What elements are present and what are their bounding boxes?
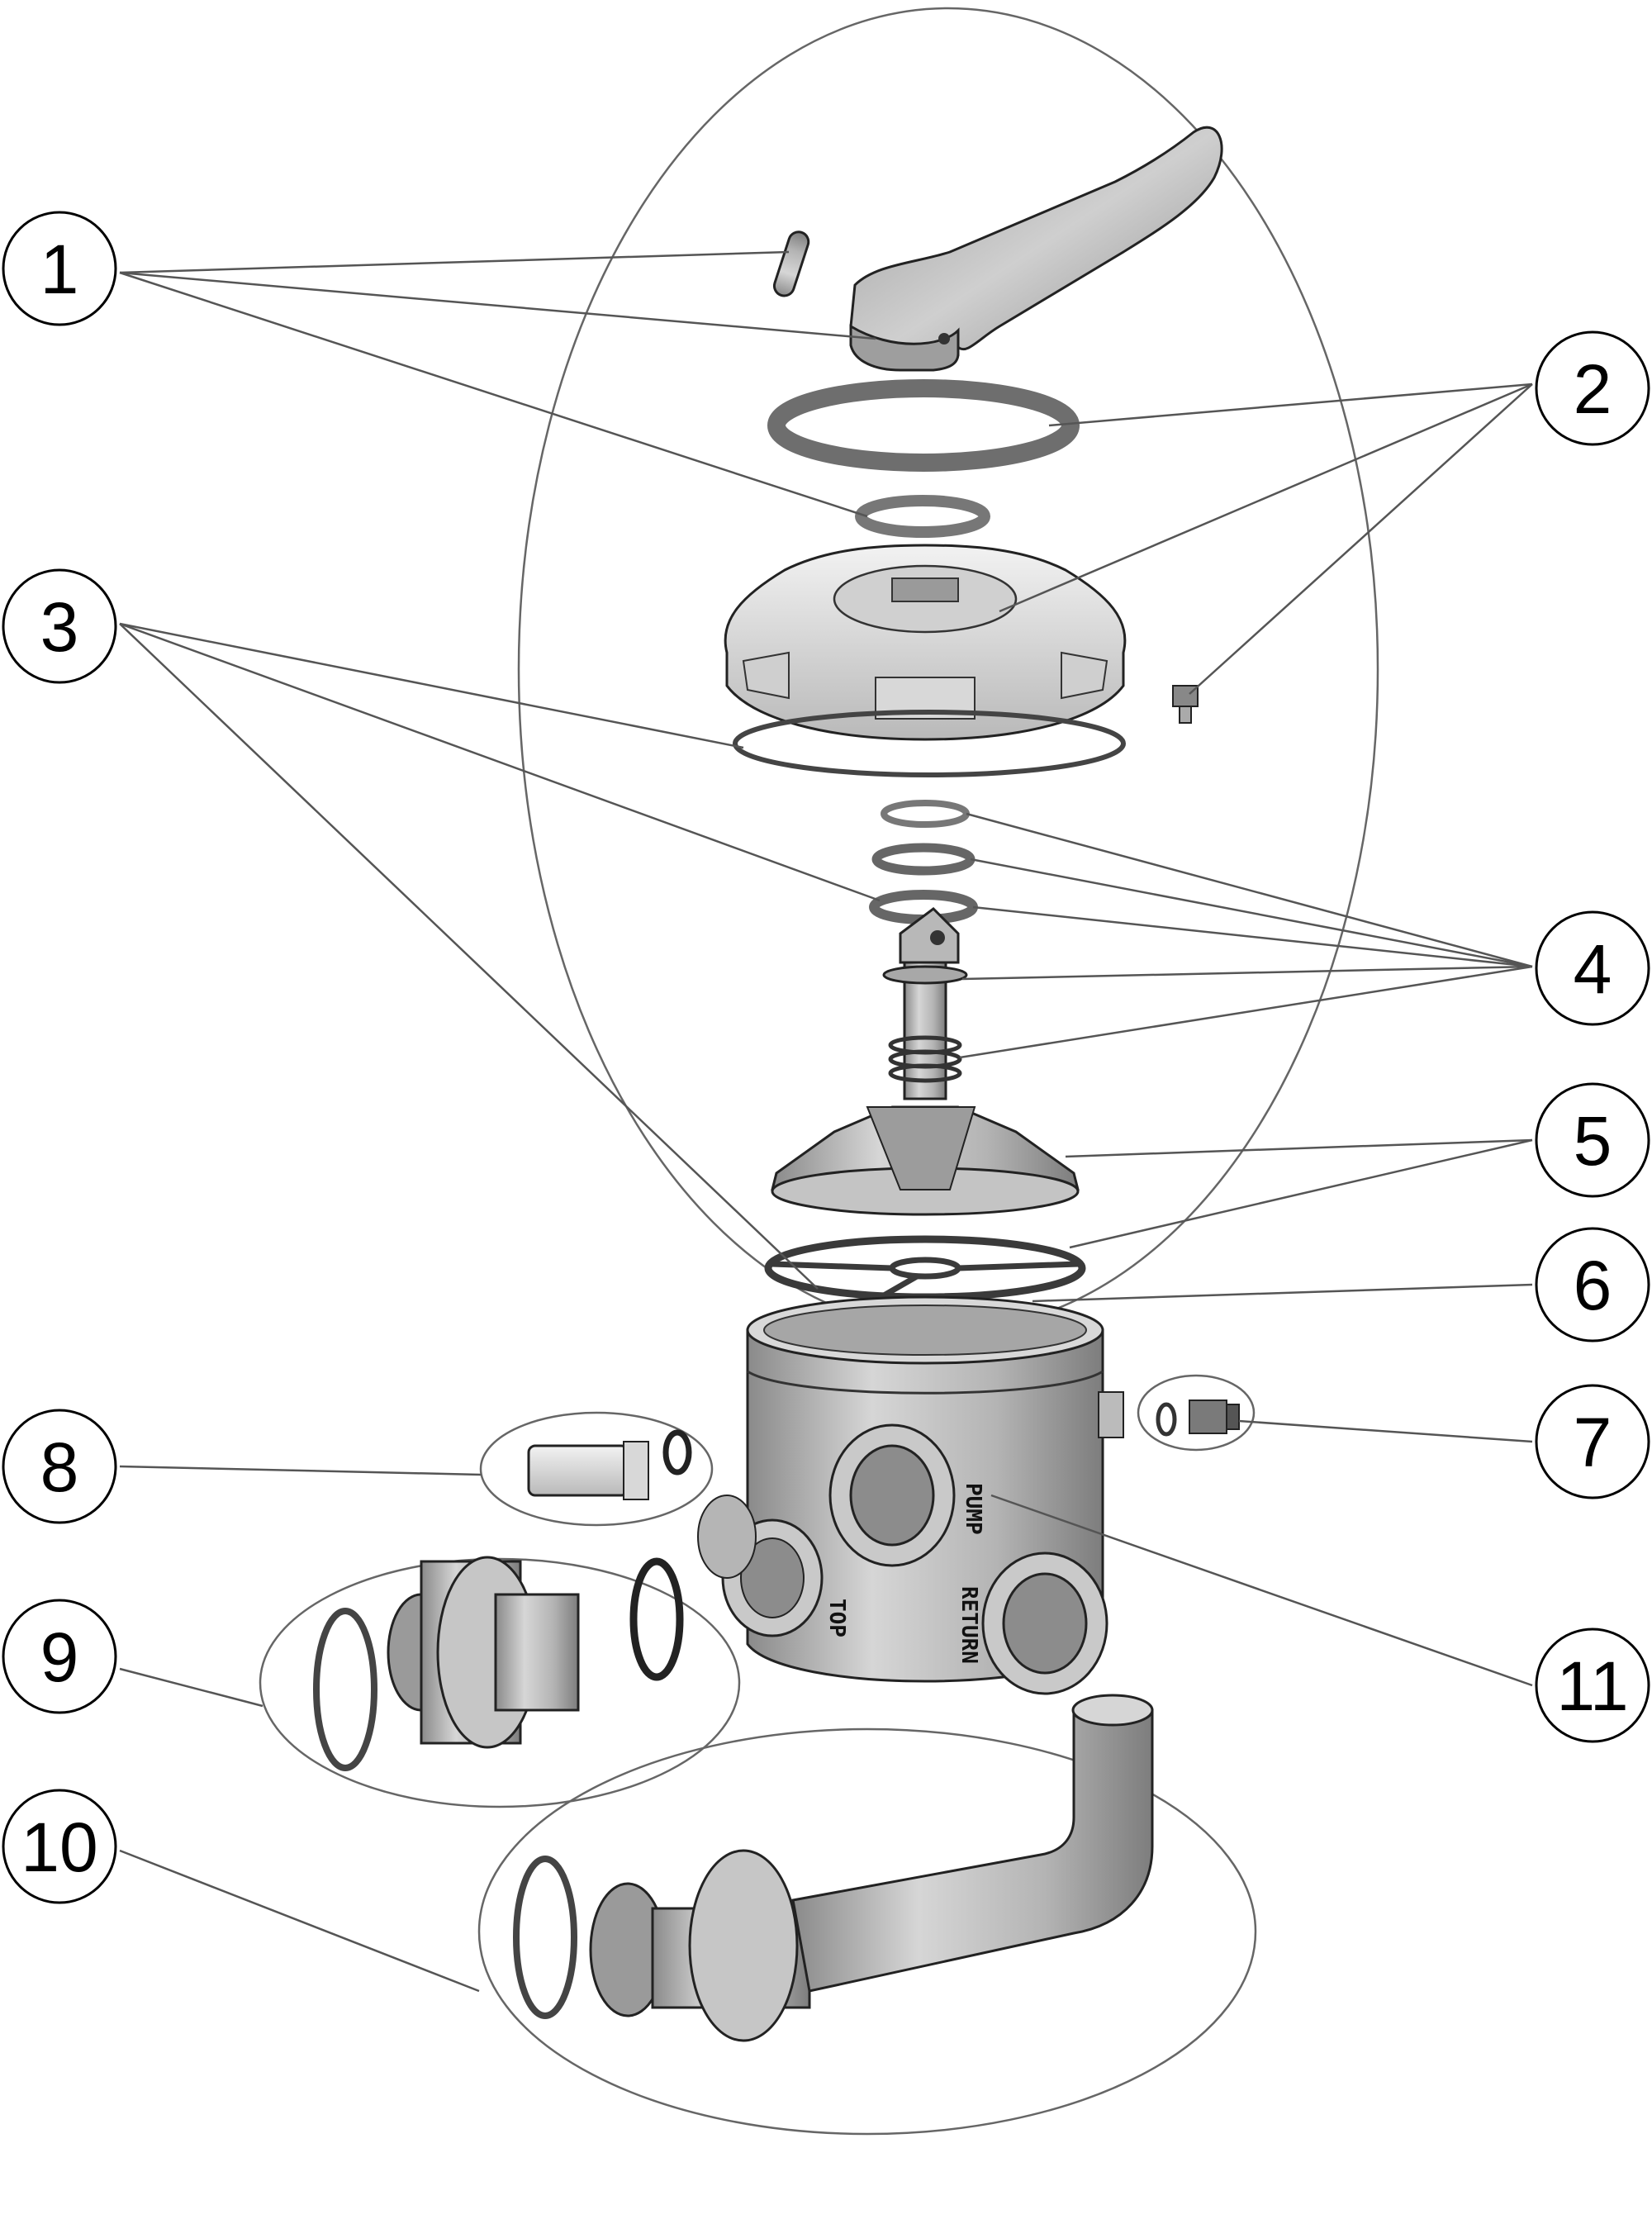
union-kit xyxy=(313,1556,684,1771)
svg-text:9: 9 xyxy=(40,1618,79,1696)
callout-5: 5 xyxy=(1535,1082,1650,1198)
callout-3: 3 xyxy=(2,568,117,684)
handle-pin xyxy=(772,230,810,297)
callout-6: 6 xyxy=(1535,1227,1650,1342)
svg-text:6: 6 xyxy=(1574,1247,1612,1324)
kit-7-ellipse xyxy=(1137,1374,1256,1452)
svg-text:3: 3 xyxy=(40,588,79,666)
port-label-return: RETURN xyxy=(957,1586,981,1664)
small-washer xyxy=(855,495,990,538)
port-label-top: TOP xyxy=(824,1599,849,1637)
elbow-union xyxy=(513,1694,1154,2042)
svg-text:8: 8 xyxy=(40,1428,79,1506)
svg-text:2: 2 xyxy=(1574,350,1612,428)
callout-7: 7 xyxy=(1535,1384,1650,1499)
svg-text:11: 11 xyxy=(1556,1647,1628,1725)
callout-11: 11 xyxy=(1535,1628,1650,1743)
svg-text:4: 4 xyxy=(1574,930,1612,1008)
handle xyxy=(849,126,1223,371)
port-label-pump: PUMP xyxy=(961,1483,985,1535)
handle-assembly xyxy=(772,126,1223,372)
callout-10: 10 xyxy=(2,1789,117,1904)
valve-cover xyxy=(724,544,1127,741)
rotor-gasket xyxy=(764,1235,1086,1301)
svg-text:1: 1 xyxy=(40,230,79,308)
svg-text:7: 7 xyxy=(1574,1404,1612,1481)
adaptor xyxy=(527,1429,692,1500)
leader-lines xyxy=(119,250,1533,1993)
valve-shaft xyxy=(882,907,968,1100)
callout-1: 1 xyxy=(2,211,117,326)
callout-9: 9 xyxy=(2,1599,117,1714)
valve-body xyxy=(697,1295,1124,1695)
svg-text:10: 10 xyxy=(21,1808,97,1886)
shaft-washer-1 xyxy=(881,800,970,828)
shaft-washer-2 xyxy=(871,843,976,876)
callout-2: 2 xyxy=(1535,330,1650,446)
callout-8: 8 xyxy=(2,1409,117,1524)
callout-4: 4 xyxy=(1535,910,1650,1026)
drain-plug xyxy=(1156,1400,1240,1437)
cover-screw xyxy=(1172,685,1199,724)
kit-8-ellipse xyxy=(479,1411,714,1527)
handle-hub xyxy=(849,324,960,372)
cover-o-ring xyxy=(733,710,1126,777)
cover-gasket xyxy=(767,379,1080,472)
rotor xyxy=(771,1105,1080,1216)
svg-text:5: 5 xyxy=(1574,1102,1612,1180)
kit-10-ellipse xyxy=(477,1727,1257,2136)
